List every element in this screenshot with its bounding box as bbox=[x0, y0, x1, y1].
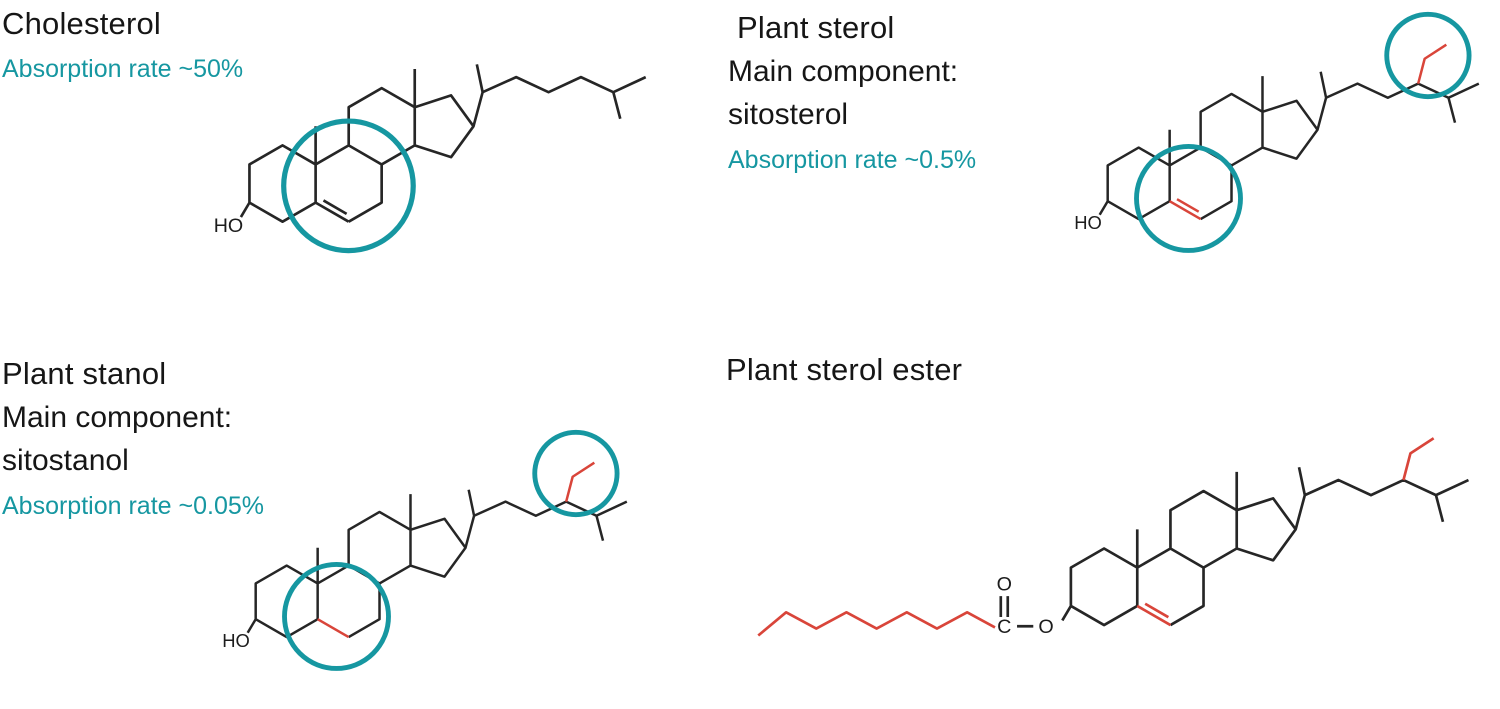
plant-sterol-main-component-label: Main component: bbox=[728, 54, 959, 88]
cholesterol-hydroxyl-label: HO bbox=[214, 215, 243, 237]
plant-stanol-title: Plant stanol bbox=[2, 356, 167, 391]
plant-sterol-double-bond-highlight-circle bbox=[1134, 144, 1243, 253]
carbonyl-double-bond bbox=[999, 596, 1010, 617]
carbonyl-carbon-label: C bbox=[997, 616, 1011, 638]
plant-sterol-hydroxyl-label: HO bbox=[1074, 212, 1102, 233]
plant-sterol-structure: HO bbox=[1074, 11, 1481, 253]
plant-stanol-ethyl-group-red bbox=[564, 461, 596, 503]
plant-sterol-double-bond-inner-red bbox=[1175, 197, 1200, 213]
plant-sterol-title: Plant sterol bbox=[737, 10, 895, 45]
ester-double-bond-inner-red bbox=[1143, 602, 1170, 619]
plant-sterol-absorption-rate: Absorption rate ~0.5% bbox=[728, 145, 977, 174]
fatty-acid-chain-red bbox=[757, 610, 996, 637]
cholesterol-structure: HO bbox=[214, 63, 648, 254]
plant-stanol-main-component-label: Main component: bbox=[2, 400, 233, 434]
plant-sterol-ethyl-group-red bbox=[1416, 43, 1448, 85]
plant-sterol-ester-title: Plant sterol ester bbox=[726, 352, 963, 387]
cholesterol-double-bond-highlight-circle bbox=[281, 118, 416, 254]
ester-steroid-skeleton bbox=[1060, 465, 1470, 627]
plant-stanol-main-component: sitostanol bbox=[2, 444, 129, 478]
plant-stanol-hydroxyl-label: HO bbox=[222, 630, 250, 651]
plant-sterol-ethyl-highlight-circle bbox=[1384, 11, 1472, 100]
cholesterol-absorption-rate: Absorption rate ~50% bbox=[2, 54, 244, 83]
cholesterol-double-bond-inner bbox=[322, 199, 348, 216]
plant-stanol-ethyl-highlight-circle bbox=[532, 429, 620, 518]
plant-sterol-ester-text-block: Plant sterol ester bbox=[726, 352, 962, 388]
carbonyl-oxygen-label: O bbox=[997, 573, 1012, 595]
plant-sterol-ester-structure: O C O bbox=[757, 436, 1470, 638]
plant-stanol-saturated-bond-highlight-circle bbox=[282, 562, 391, 671]
cholesterol-text-block: Cholesterol Absorption rate ~50% bbox=[2, 6, 243, 83]
plant-stanol-absorption-rate: Absorption rate ~0.05% bbox=[2, 491, 264, 520]
cholesterol-title: Cholesterol bbox=[2, 6, 162, 41]
plant-sterol-main-component: sitosterol bbox=[728, 98, 849, 132]
plant-stanol-text-block: Plant stanol Main component: sitostanol … bbox=[2, 356, 264, 520]
plant-sterol-text-block: Plant sterol Main component: sitosterol … bbox=[728, 10, 976, 174]
ester-oxygen-label: O bbox=[1038, 616, 1053, 638]
plant-stanol-structure: HO bbox=[222, 429, 629, 671]
plant-stanol-saturated-bond-red bbox=[316, 617, 350, 639]
ester-ethyl-group-red bbox=[1402, 436, 1435, 482]
